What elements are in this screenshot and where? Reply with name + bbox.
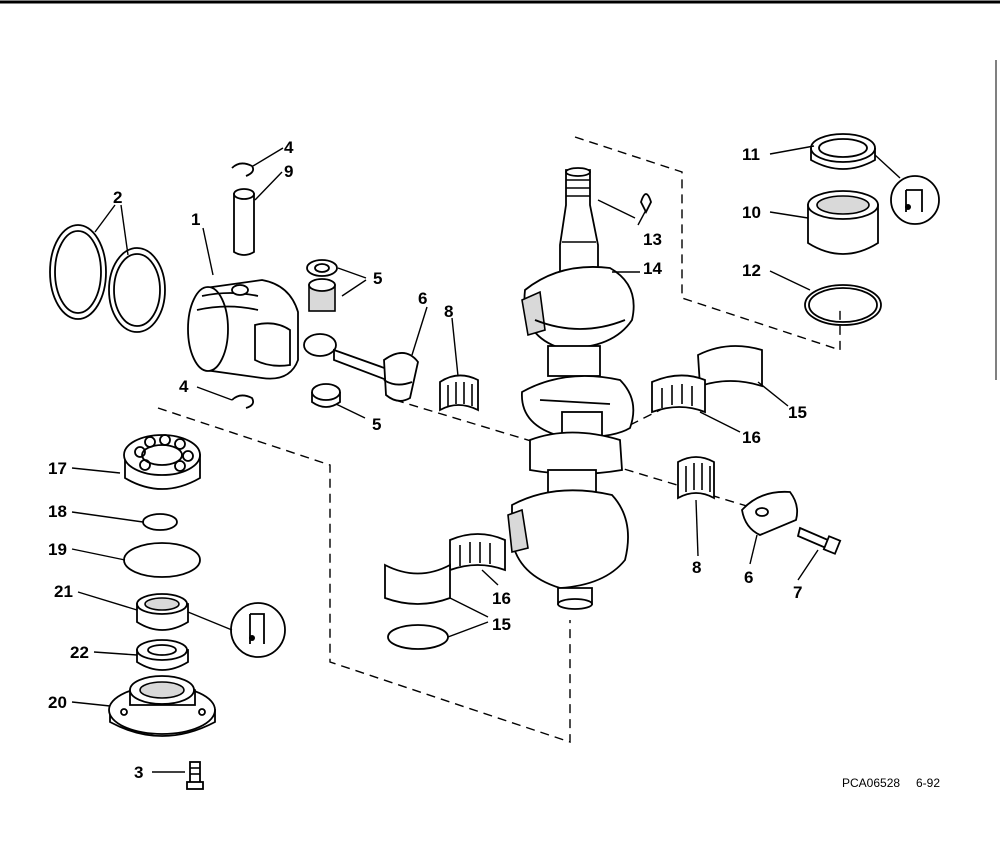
- pin-clip-top: [231, 162, 255, 177]
- piston: [187, 279, 299, 380]
- connecting-rod: [303, 333, 419, 402]
- label-part-4-top: 4: [284, 138, 294, 157]
- label-part-16-bottom: 16: [492, 589, 511, 608]
- bearing-half-16-bottom: [449, 533, 506, 572]
- cage-bearing-top: [439, 374, 479, 412]
- figure-code: PCA06528: [842, 776, 900, 790]
- label-part-11: 11: [742, 145, 760, 164]
- rod-cap-screw: [796, 526, 842, 555]
- label-part-15-right: 15: [788, 403, 807, 422]
- crankshaft: [507, 167, 635, 610]
- pin-clip-middle: [231, 394, 255, 409]
- label-part-20: 20: [48, 693, 67, 712]
- label-part-12: 12: [742, 261, 761, 280]
- leader-lines: [71, 145, 901, 773]
- needle-bearing-upper: [306, 259, 338, 312]
- ball-bearing: [123, 434, 201, 490]
- sleeve-bearing: [807, 190, 879, 255]
- bearing-half-16-right: [651, 374, 706, 414]
- label-part-7: 7: [793, 583, 802, 602]
- bearing-half-15-bottom: [384, 563, 451, 605]
- label-part-16-right: 16: [742, 428, 761, 447]
- label-part-13: 13: [643, 230, 662, 249]
- label-part-21: 21: [54, 582, 73, 601]
- label-part-5-top: 5: [373, 269, 382, 288]
- cage-bearing-bottom: [677, 456, 715, 500]
- oil-seal-top: [810, 133, 876, 170]
- rod-cap: [741, 490, 799, 536]
- retaining-ring: [804, 284, 882, 326]
- label-part-5-bottom: 5: [372, 415, 381, 434]
- seal-detail-circle-bottom: [230, 602, 286, 658]
- piston-rings: [49, 224, 166, 333]
- label-part-2: 2: [113, 188, 122, 207]
- part-labels: 2 1 4 9 5 6 8 4 5 13 14 11 10 12 15 16 8…: [48, 138, 807, 782]
- retaining-ring-15-bottom: [387, 624, 449, 650]
- woodruff-key: [640, 193, 652, 215]
- bearing-half-15-right: [697, 345, 763, 388]
- housing-screw: [186, 761, 204, 790]
- label-part-6-top: 6: [418, 289, 427, 308]
- piston-pin: [233, 188, 255, 256]
- label-part-9: 9: [284, 162, 293, 181]
- seal-detail-circle-top: [890, 175, 940, 225]
- oil-seal-22: [136, 639, 189, 671]
- label-part-1: 1: [191, 210, 200, 229]
- label-part-18: 18: [48, 502, 67, 521]
- label-part-19: 19: [48, 540, 67, 559]
- figure-date: 6-92: [916, 776, 940, 790]
- needle-bearing-lower: [311, 383, 341, 408]
- label-part-14: 14: [643, 259, 662, 278]
- label-part-15-bottom: 15: [492, 615, 511, 634]
- label-part-10: 10: [742, 203, 761, 222]
- label-part-6-bottom: 6: [744, 568, 753, 587]
- label-part-8-bottom: 8: [692, 558, 701, 577]
- label-part-8-top: 8: [444, 302, 453, 321]
- label-part-22: 22: [70, 643, 89, 662]
- o-ring: [123, 542, 201, 578]
- label-part-4-mid: 4: [179, 377, 189, 396]
- bearing-housing: [108, 675, 216, 737]
- snap-ring: [142, 513, 178, 531]
- label-part-3: 3: [134, 763, 143, 782]
- oil-seal-21: [136, 593, 189, 631]
- label-part-17: 17: [48, 459, 67, 478]
